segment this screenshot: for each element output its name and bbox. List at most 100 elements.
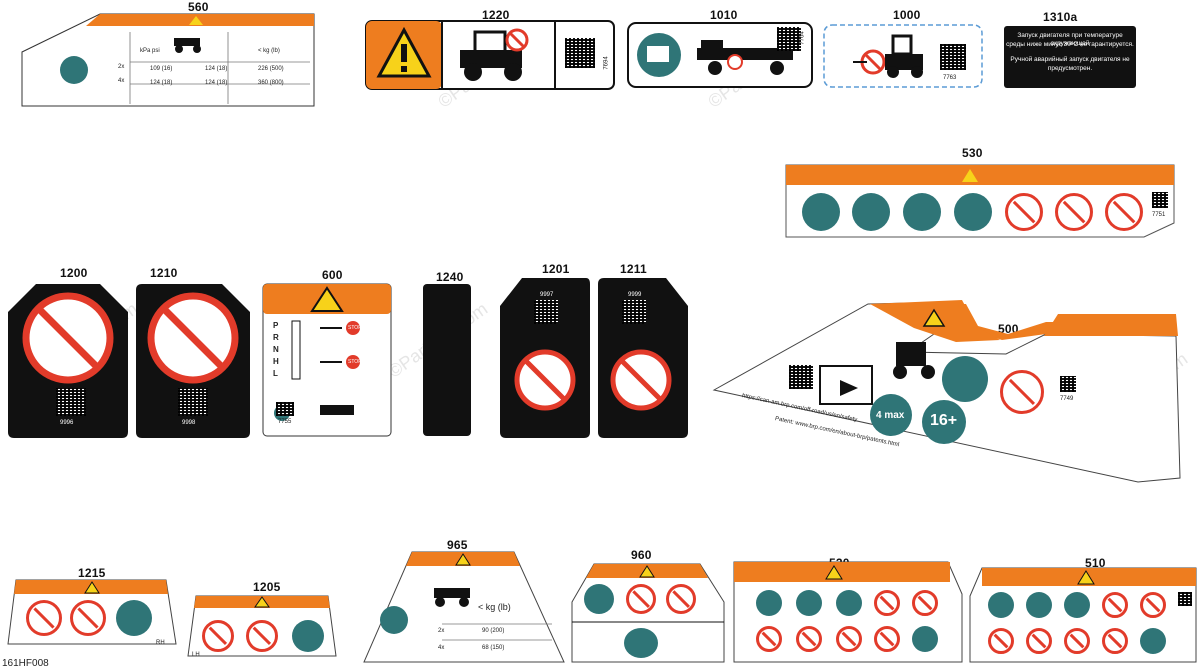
no-off-road-tilt-icon (1000, 370, 1044, 414)
callout-530: 530 (962, 146, 983, 160)
decal-1220 (365, 20, 615, 90)
no-riding-icon (1140, 592, 1166, 618)
read-manual-icon (942, 356, 988, 402)
datamatrix-code (1152, 192, 1168, 208)
read-manual-icon (584, 584, 614, 614)
hearing-protection-icon (1026, 592, 1052, 618)
no-alcohol-icon (874, 590, 900, 616)
minimum-age-text: 16+ (930, 412, 958, 429)
row-2x: 2x (438, 628, 445, 634)
callout-1240: 1240 (436, 270, 464, 284)
callout-560: 560 (188, 0, 209, 14)
gear-n: N (273, 345, 279, 354)
protective-gear-icon (1140, 628, 1166, 654)
label-text-line: Ручной аварийный запуск двигателя не (1010, 56, 1130, 63)
load-limit-text: < kg (lb) (258, 48, 280, 54)
no-rider-out-icon (836, 626, 862, 652)
no-rider-out-icon (1064, 628, 1090, 654)
no-fire-icon (666, 584, 696, 614)
read-manual-icon (60, 56, 88, 84)
no-alcohol-icon (1102, 592, 1128, 618)
cell: 109 (16) (150, 66, 173, 72)
callout-960: 960 (631, 548, 652, 562)
seatbelt-icon (1064, 592, 1090, 618)
protective-gear-icon (116, 600, 152, 636)
gear-p: P (273, 321, 279, 330)
callout-1000: 1000 (893, 8, 921, 22)
no-passenger-icon (1005, 193, 1043, 231)
no-passenger-icon (756, 626, 782, 652)
callout-1220: 1220 (482, 8, 510, 22)
cell: 360 (800) (258, 80, 284, 86)
label-code: 7751 (1152, 212, 1166, 218)
qr-code (789, 365, 813, 389)
decal-965 (363, 551, 565, 663)
minimum-age-icon (922, 400, 966, 444)
datamatrix-code (565, 38, 595, 68)
callout-600: 600 (322, 268, 343, 282)
no-child-icon (874, 626, 900, 652)
callout-1201: 1201 (542, 262, 570, 276)
stop-sign: STOP (348, 325, 362, 331)
callout-1200: 1200 (60, 266, 88, 280)
callout-1215: 1215 (78, 566, 106, 580)
hearing-protection-icon (852, 193, 890, 231)
gear-l: L (273, 369, 278, 378)
datamatrix-code (777, 27, 801, 51)
no-riding-icon (912, 590, 938, 616)
label-code: 7694 (603, 56, 610, 70)
row-4x: 4x (438, 645, 445, 651)
label-code: 7763 (943, 75, 957, 81)
helmet-icon (756, 590, 782, 616)
row-4x: 4x (118, 78, 125, 84)
label-code: 9996 (60, 420, 74, 426)
vehicle-icon (174, 38, 201, 53)
callout-965: 965 (447, 538, 468, 552)
datamatrix-code (622, 300, 646, 324)
load-limit-text: < kg (lb) (478, 602, 511, 612)
seatbelt-icon (836, 590, 862, 616)
datamatrix-code (56, 388, 86, 416)
label-code: 7764 (799, 31, 806, 45)
label-code: 9998 (182, 420, 196, 426)
decal-600 (262, 283, 392, 437)
side-marker: LH (192, 652, 200, 658)
datamatrix-code (1178, 592, 1192, 606)
datamatrix-code (1060, 376, 1076, 392)
label-code: 9999 (628, 292, 642, 298)
no-riding-icon (70, 600, 106, 636)
datamatrix-code (276, 402, 294, 416)
decal-1210 (136, 284, 250, 438)
protective-gear-icon (912, 626, 938, 652)
no-passenger-icon (988, 628, 1014, 654)
helmet-icon (988, 592, 1014, 618)
decal-1201 (500, 278, 590, 438)
gear-r: R (273, 333, 279, 342)
hearing-protection-icon (796, 590, 822, 616)
value-4x: 68 (150) (482, 645, 505, 651)
seatbelt-icon (903, 193, 941, 231)
callout-1210: 1210 (150, 266, 178, 280)
side-marker: RH (156, 640, 165, 646)
read-manual-icon (380, 606, 408, 634)
decal-1240 (423, 284, 471, 436)
stop-sign: STOP (348, 359, 362, 365)
decal-1211 (598, 278, 688, 438)
label-text-line: среды ниже минус 30°С не гарантируется. (1006, 41, 1134, 48)
callout-1310a: 1310a (1043, 10, 1078, 24)
row-2x: 2x (118, 64, 125, 70)
label-code: 7755 (278, 419, 292, 425)
callout-1010: 1010 (710, 8, 738, 22)
value-2x: 90 (200) (482, 628, 505, 634)
label-code: 9997 (540, 292, 554, 298)
no-riding-icon (246, 620, 278, 652)
datamatrix-code (940, 44, 966, 70)
decal-1010 (627, 22, 813, 88)
no-hands-out-icon (26, 600, 62, 636)
seat-position-icon (954, 193, 992, 231)
label-code: 7749 (1060, 396, 1074, 402)
tire-pressure-unit: kPa psi (140, 48, 160, 54)
no-alcohol-icon (1105, 193, 1143, 231)
no-rider-out-icon (1055, 193, 1093, 231)
no-overload-icon (626, 584, 656, 614)
